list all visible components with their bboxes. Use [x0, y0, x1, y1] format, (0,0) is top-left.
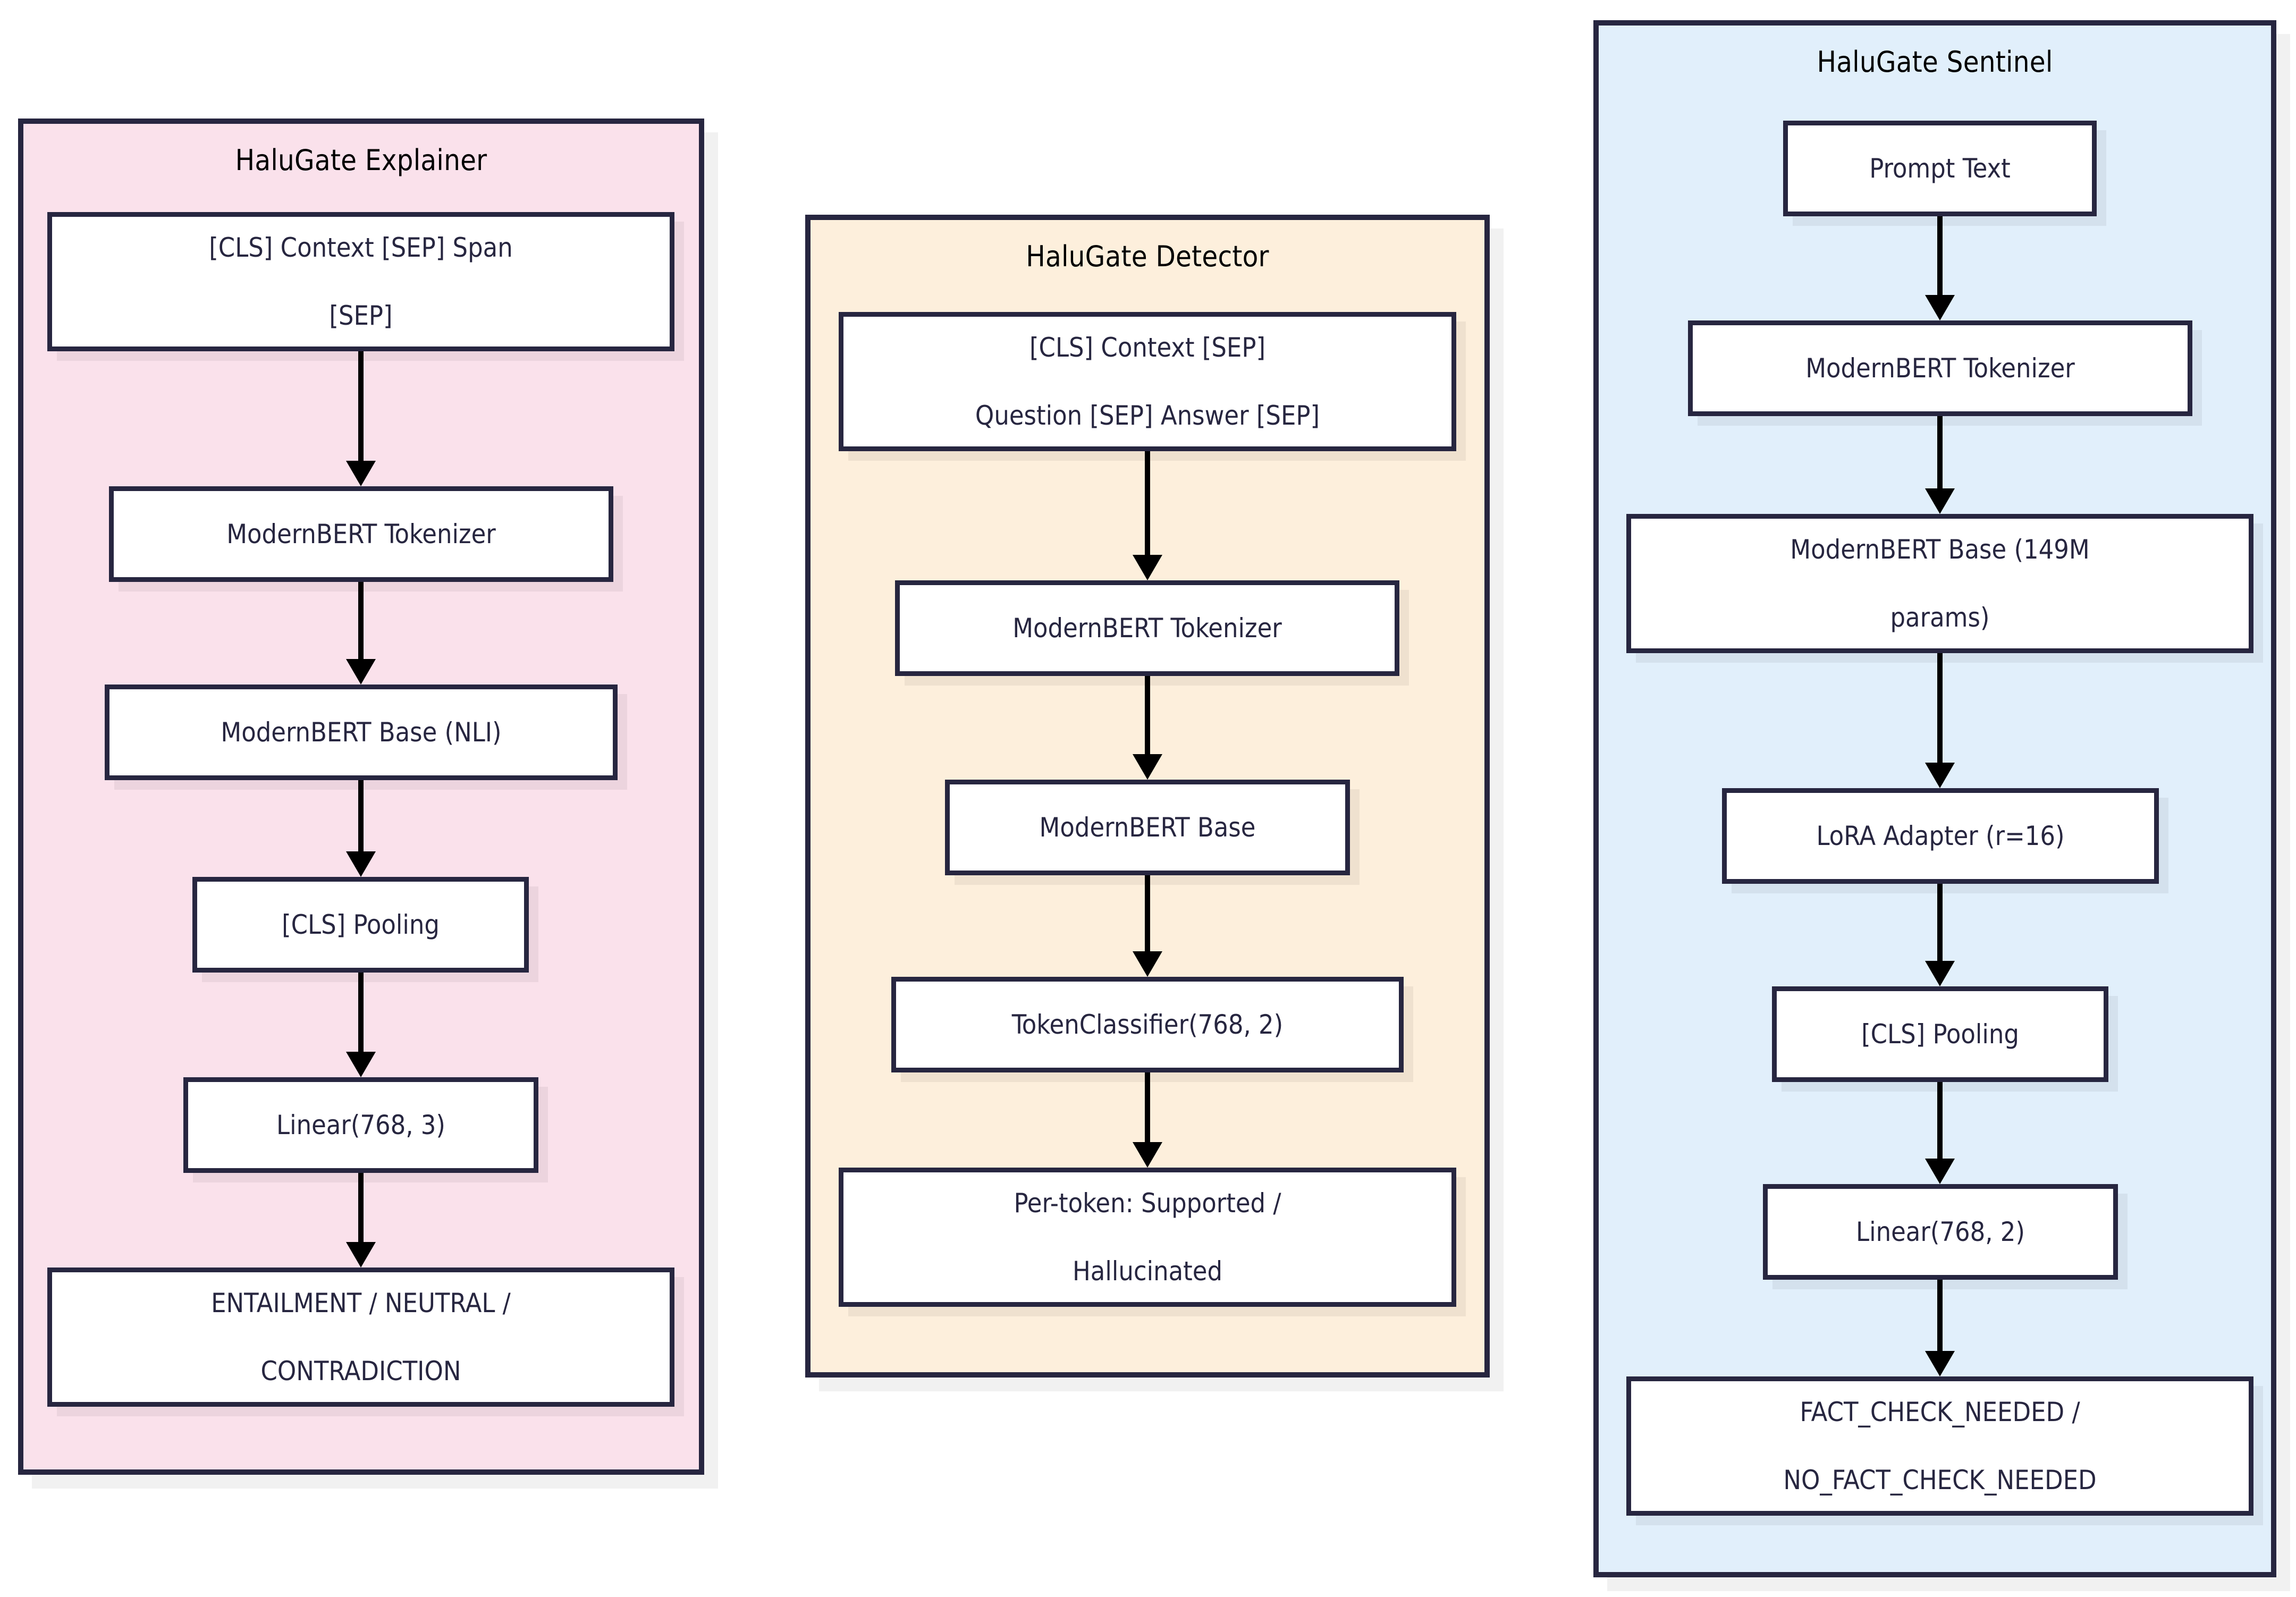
- node-label: ModernBERT Base (149M params): [1790, 534, 2090, 633]
- node-det-classifier: TokenClassifier(768, 2): [891, 977, 1404, 1072]
- node-sen-linear: Linear(768, 2): [1763, 1184, 2118, 1280]
- node-label: LoRA Adapter (r=16): [1816, 821, 2065, 851]
- node-sen-tokenizer: ModernBERT Tokenizer: [1688, 320, 2192, 416]
- node-label: [CLS] Pooling: [1861, 1019, 2019, 1050]
- node-exp-tokenizer: ModernBERT Tokenizer: [109, 486, 613, 582]
- node-label: ModernBERT Base: [1039, 812, 1256, 843]
- node-exp-input: [CLS] Context [SEP] Span [SEP]: [47, 212, 674, 351]
- node-label: ModernBERT Tokenizer: [1805, 353, 2075, 384]
- node-exp-pooling: [CLS] Pooling: [192, 877, 529, 973]
- node-sen-pooling: [CLS] Pooling: [1772, 986, 2108, 1082]
- node-exp-output: ENTAILMENT / NEUTRAL / CONTRADICTION: [47, 1268, 674, 1407]
- node-det-output: Per-token: Supported / Hallucinated: [839, 1168, 1456, 1307]
- node-label: ModernBERT Tokenizer: [226, 519, 496, 550]
- node-sen-base: ModernBERT Base (149M params): [1626, 514, 2253, 653]
- node-exp-base: ModernBERT Base (NLI): [105, 685, 618, 780]
- node-label: TokenClassifier(768, 2): [1011, 1009, 1284, 1040]
- subgraph-title-sentinel: HaluGate Sentinel: [1817, 45, 2053, 79]
- node-label: [CLS] Pooling: [282, 909, 440, 940]
- node-label: Per-token: Supported / Hallucinated: [1014, 1188, 1281, 1287]
- node-sen-output: FACT_CHECK_NEEDED / NO_FACT_CHECK_NEEDED: [1626, 1376, 2253, 1516]
- subgraph-title-detector: HaluGate Detector: [1026, 240, 1269, 273]
- node-det-base: ModernBERT Base: [945, 780, 1350, 875]
- node-label: Linear(768, 2): [1856, 1216, 2025, 1247]
- node-label: Linear(768, 3): [276, 1110, 445, 1140]
- node-det-input: [CLS] Context [SEP] Question [SEP] Answe…: [839, 312, 1456, 451]
- node-exp-linear: Linear(768, 3): [183, 1077, 538, 1173]
- node-label: ModernBERT Base (NLI): [221, 717, 502, 748]
- node-label: ENTAILMENT / NEUTRAL / CONTRADICTION: [211, 1288, 511, 1387]
- subgraph-title-explainer: HaluGate Explainer: [235, 143, 487, 177]
- node-label: ModernBERT Tokenizer: [1012, 613, 1282, 644]
- node-sen-lora: LoRA Adapter (r=16): [1722, 788, 2159, 884]
- node-label: [CLS] Context [SEP] Span [SEP]: [209, 232, 513, 331]
- node-label: FACT_CHECK_NEEDED / NO_FACT_CHECK_NEEDED: [1783, 1397, 2097, 1495]
- node-det-tokenizer: ModernBERT Tokenizer: [895, 580, 1399, 676]
- node-label: [CLS] Context [SEP] Question [SEP] Answe…: [975, 332, 1320, 431]
- node-label: Prompt Text: [1869, 153, 2011, 184]
- node-sen-prompt: Prompt Text: [1783, 121, 2097, 216]
